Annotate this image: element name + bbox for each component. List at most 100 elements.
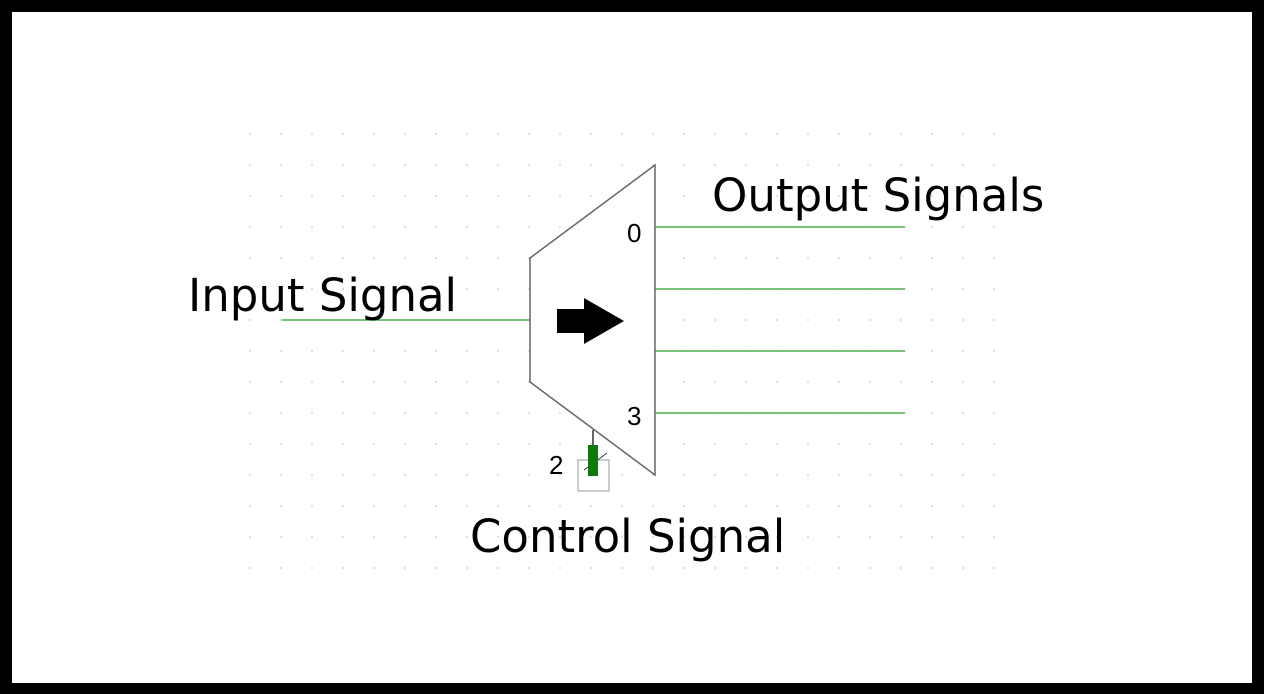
grid-dot — [807, 319, 809, 321]
grid-dot — [869, 319, 871, 321]
grid-dot — [714, 195, 716, 197]
grid-dot — [745, 164, 747, 166]
grid-dot — [311, 288, 313, 290]
grid-dot — [497, 288, 499, 290]
grid-dot — [373, 567, 375, 569]
grid-dot — [838, 257, 840, 259]
grid-dot — [993, 257, 995, 259]
grid-dot — [249, 536, 251, 538]
grid-dot — [807, 443, 809, 445]
grid-dot — [993, 133, 995, 135]
grid-dot — [559, 505, 561, 507]
grid-dot — [528, 412, 530, 414]
grid-dot — [435, 164, 437, 166]
diagram-canvas: Input Signal Output Signals Control Sign… — [12, 12, 1252, 683]
grid-dot — [776, 257, 778, 259]
grid-dot — [497, 226, 499, 228]
grid-dot — [435, 412, 437, 414]
grid-dot — [962, 226, 964, 228]
grid-dot — [404, 288, 406, 290]
grid-dot — [745, 257, 747, 259]
grid-dot — [373, 133, 375, 135]
grid-dot — [931, 505, 933, 507]
grid-dot — [776, 381, 778, 383]
grid-dot — [621, 567, 623, 569]
grid-dot — [342, 195, 344, 197]
grid-dot — [621, 474, 623, 476]
grid-dot — [249, 412, 251, 414]
grid-dot — [993, 195, 995, 197]
grid-dot — [590, 195, 592, 197]
grid-dot — [714, 443, 716, 445]
grid-dot — [373, 164, 375, 166]
grid-dot — [962, 195, 964, 197]
grid-dot — [435, 443, 437, 445]
grid-dot — [683, 164, 685, 166]
grid-dot — [435, 133, 437, 135]
grid-dot — [652, 505, 654, 507]
grid-dot — [993, 536, 995, 538]
grid-dot — [435, 257, 437, 259]
grid-dot — [311, 164, 313, 166]
grid-dot — [435, 195, 437, 197]
grid-dot — [435, 288, 437, 290]
grid-dot — [528, 226, 530, 228]
grid-dot — [559, 226, 561, 228]
grid-dot — [249, 195, 251, 197]
grid-dot — [497, 412, 499, 414]
grid-dot — [280, 567, 282, 569]
grid-dot — [559, 536, 561, 538]
grid-dot — [311, 505, 313, 507]
grid-dot — [404, 443, 406, 445]
grid-dot — [280, 443, 282, 445]
grid-dot — [900, 164, 902, 166]
grid-dot — [683, 536, 685, 538]
grid-dot — [931, 350, 933, 352]
grid-dot — [466, 133, 468, 135]
grid-dot — [559, 195, 561, 197]
grid-dot — [993, 381, 995, 383]
grid-dot — [559, 164, 561, 166]
grid-dot — [838, 536, 840, 538]
grid-dot — [776, 443, 778, 445]
input-signal-label: Input Signal — [188, 269, 458, 322]
grid-dot — [280, 412, 282, 414]
grid-dot — [435, 474, 437, 476]
grid-dot — [776, 164, 778, 166]
grid-dot — [931, 257, 933, 259]
grid-dot — [342, 536, 344, 538]
grid-dot — [404, 350, 406, 352]
grid-dot — [869, 381, 871, 383]
grid-dot — [590, 164, 592, 166]
grid-dot — [311, 443, 313, 445]
grid-dot — [280, 350, 282, 352]
grid-dot — [745, 319, 747, 321]
grid-dot — [404, 567, 406, 569]
grid-dot — [931, 164, 933, 166]
grid-dot — [249, 257, 251, 259]
grid-dot — [838, 505, 840, 507]
grid-dot — [900, 381, 902, 383]
grid-dot — [342, 443, 344, 445]
grid-dot — [714, 536, 716, 538]
grid-dot — [745, 567, 747, 569]
grid-dot — [590, 567, 592, 569]
grid-dot — [373, 226, 375, 228]
grid-dot — [931, 536, 933, 538]
grid-dot — [962, 257, 964, 259]
grid-dot — [528, 536, 530, 538]
grid-dot — [807, 474, 809, 476]
grid-dot — [342, 474, 344, 476]
select-pin[interactable] — [588, 445, 598, 476]
grid-dot — [869, 567, 871, 569]
grid-dot — [528, 443, 530, 445]
grid-dot — [435, 226, 437, 228]
grid-dot — [962, 133, 964, 135]
grid-dot — [962, 536, 964, 538]
grid-dot — [900, 133, 902, 135]
grid-dot — [590, 505, 592, 507]
grid-dot — [807, 567, 809, 569]
grid-dot — [745, 381, 747, 383]
grid-dot — [280, 505, 282, 507]
grid-dot — [466, 350, 468, 352]
